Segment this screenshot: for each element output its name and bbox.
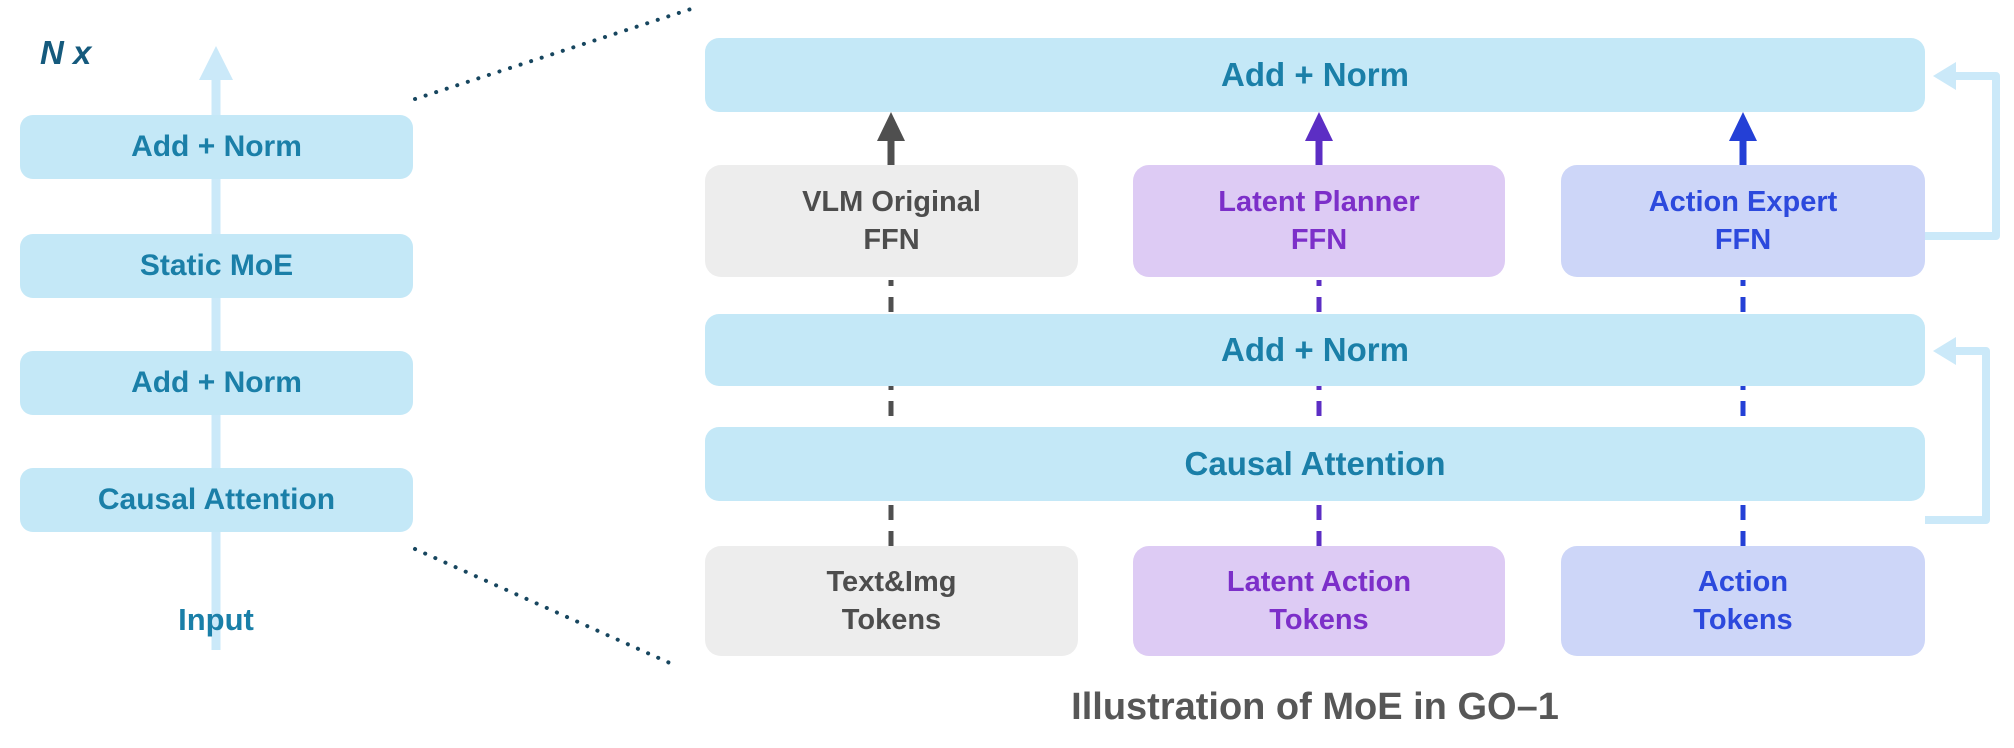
residual-connection-top xyxy=(1925,72,2000,240)
action-tokens-box: Action Tokens xyxy=(1561,546,1925,656)
left-block-add-norm-top: Add + Norm xyxy=(20,115,413,179)
action-expert-ffn-box: Action Expert FFN xyxy=(1561,165,1925,277)
vlm-original-ffn-box: VLM Original FFN xyxy=(705,165,1078,277)
detail-causal-attention-bar: Causal Attention xyxy=(705,427,1925,501)
detail-add-norm-top-bar: Add + Norm xyxy=(705,38,1925,112)
action-ffn-output-arrowhead xyxy=(1729,112,1757,141)
vlm-ffn-output-arrowhead xyxy=(877,112,905,141)
left-stack-flow-arrowhead xyxy=(199,46,233,80)
residual-connection-mid-arrowhead xyxy=(1933,337,1956,365)
detail-add-norm-mid-bar: Add + Norm xyxy=(705,314,1925,386)
latent-action-tokens-box: Latent Action Tokens xyxy=(1133,546,1505,656)
left-block-add-norm-bottom: Add + Norm xyxy=(20,351,413,415)
diagram-caption: Illustration of MoE in GO–1 xyxy=(1071,686,1559,728)
zoom-guide-line-bottom xyxy=(413,547,674,666)
residual-connection-mid xyxy=(1925,347,1990,524)
left-block-causal-attention: Causal Attention xyxy=(20,468,413,532)
repeat-multiplier-label: N x xyxy=(40,34,92,71)
left-block-static-moe: Static MoE xyxy=(20,234,413,298)
input-label: Input xyxy=(178,602,254,637)
zoom-guide-line-top xyxy=(413,6,696,101)
text-img-tokens-box: Text&Img Tokens xyxy=(705,546,1078,656)
latent-planner-ffn-box: Latent Planner FFN xyxy=(1133,165,1505,277)
residual-connection-top-arrowhead xyxy=(1933,62,1956,90)
latent-ffn-output-arrowhead xyxy=(1305,112,1333,141)
